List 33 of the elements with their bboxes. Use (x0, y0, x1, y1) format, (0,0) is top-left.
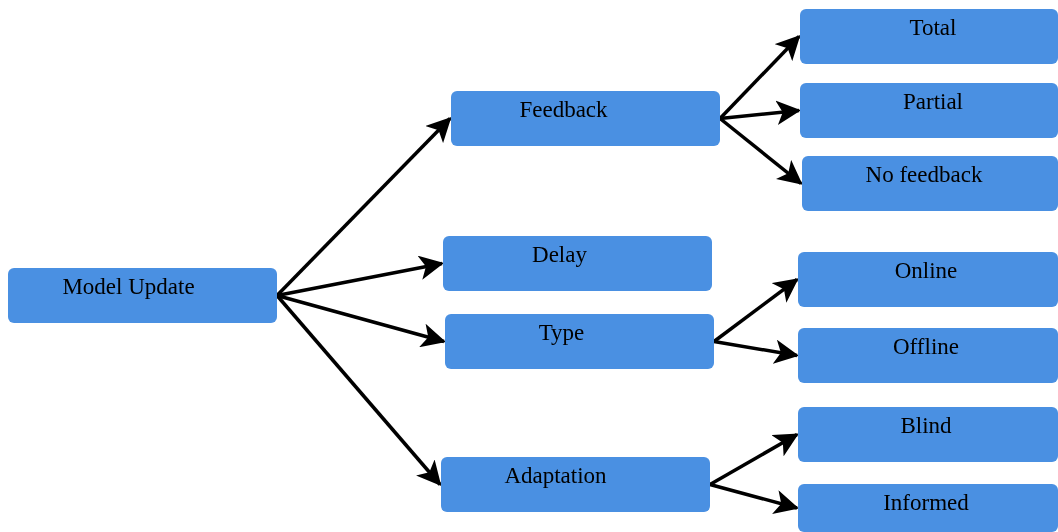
process-box (798, 328, 1058, 383)
process-box (800, 83, 1058, 138)
arrow (709, 433, 799, 486)
process-box (445, 314, 714, 369)
node-label: Feedback (519, 96, 608, 124)
process-box (800, 9, 1058, 64)
process-box (451, 91, 720, 146)
process-box (798, 484, 1058, 532)
arrow (719, 100, 802, 125)
node-label: Blind (900, 412, 952, 440)
arrow (718, 117, 803, 185)
arrow (275, 117, 452, 297)
process-box (798, 252, 1058, 307)
node-label: Delay (532, 241, 587, 269)
arrow (713, 339, 799, 364)
node-label: Total (909, 14, 957, 42)
node-label: Online (894, 257, 958, 285)
node-label: Offline (893, 333, 959, 361)
process-box (443, 236, 712, 291)
node-label: Partial (902, 88, 963, 116)
process-box (8, 268, 277, 323)
arrow (712, 278, 799, 343)
node-label: Adaptation (504, 462, 607, 490)
process-box (802, 156, 1058, 211)
arrow (275, 294, 442, 487)
process-box (798, 407, 1058, 462)
node-label: Type (538, 319, 585, 347)
arrow (718, 35, 801, 120)
node-label: Informed (883, 489, 969, 517)
node-label: No feedback (865, 161, 983, 189)
process-box (441, 457, 710, 512)
node-label: Model Update (62, 273, 195, 301)
arrow (709, 482, 799, 514)
